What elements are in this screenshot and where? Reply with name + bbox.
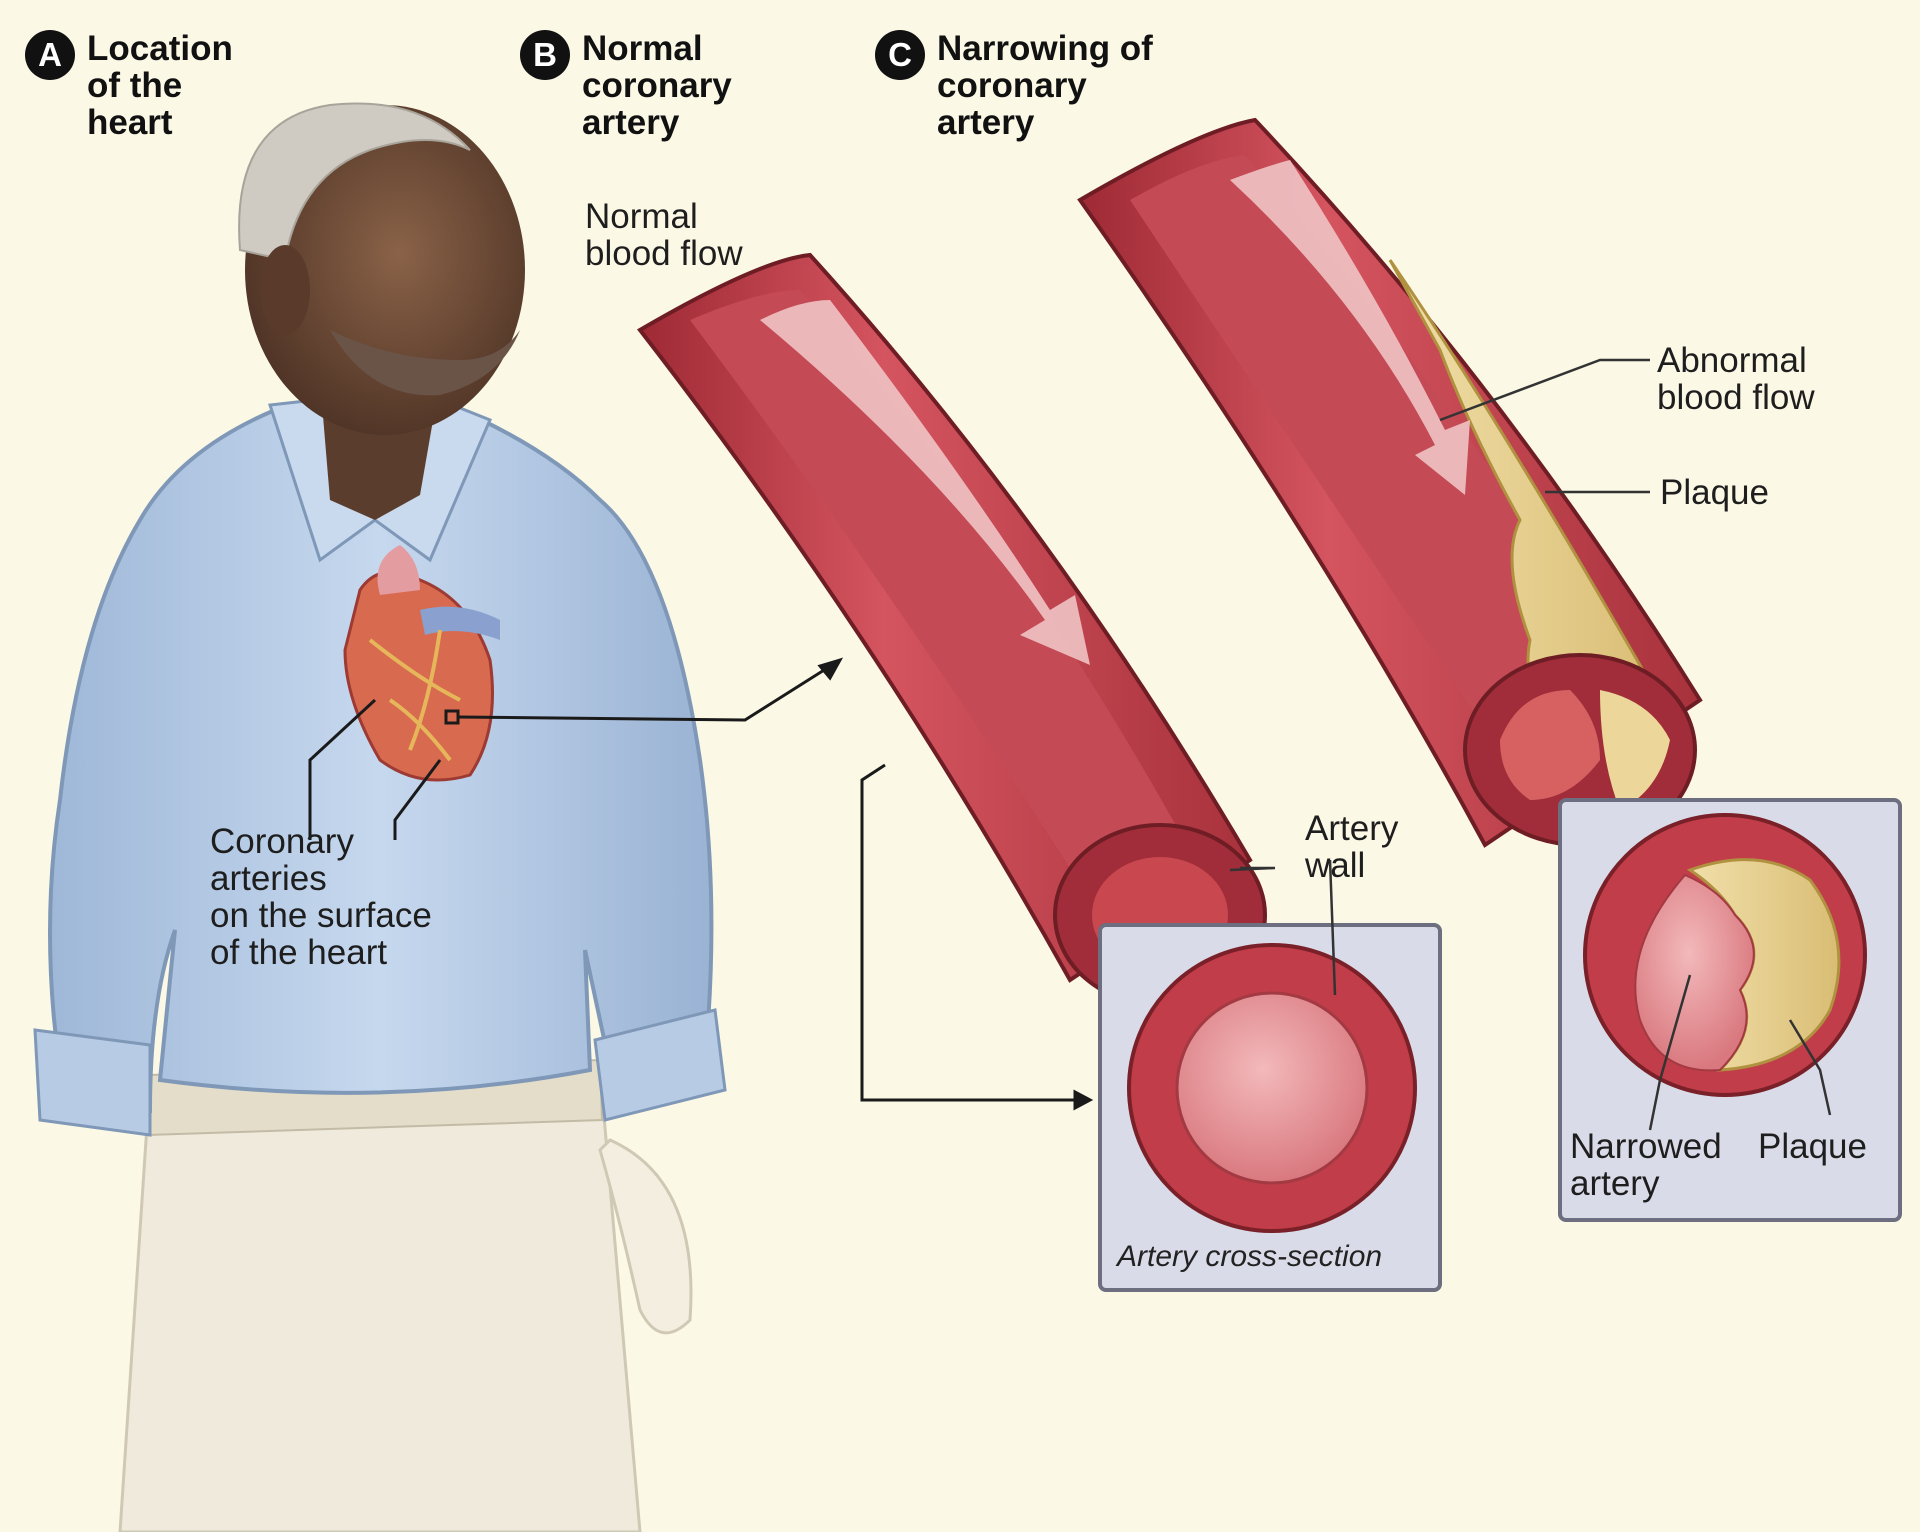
right-cuff: [593, 1008, 727, 1122]
artery-cross-section-caption: Artery cross-section: [1117, 1240, 1383, 1273]
panel-b-header: B Normal coronary artery: [520, 30, 732, 141]
heart-illustration: [343, 545, 500, 782]
connector-lines: [308, 657, 1094, 1111]
panel-b-title: Normal coronary artery: [582, 29, 732, 142]
coronary-arteries-label: Coronary arteries on the surface of the …: [210, 822, 432, 972]
plaque-cross-section-label: Plaque: [1758, 1127, 1867, 1166]
abnormal-blood-flow-label: Abnormal blood flow: [1657, 341, 1815, 417]
right-hand: [598, 1138, 693, 1335]
plaque-label: Plaque: [1660, 473, 1769, 512]
artery-wall-label: Artery wall: [1305, 809, 1399, 885]
ear: [260, 245, 310, 335]
normal-flow-arrow: [760, 300, 1090, 665]
panel-a-title: Location of the heart: [87, 29, 233, 142]
person-figure: [33, 102, 727, 1532]
narrowed-cross-section-inset: [1558, 798, 1902, 1222]
beard: [330, 330, 520, 396]
narrowed-artery-label: Narrowed artery: [1570, 1127, 1722, 1203]
narrowed-artery: [1077, 117, 1703, 848]
panel-c-header: C Narrowing of coronary artery: [875, 30, 1153, 141]
panel-a-header: A Location of the heart: [25, 30, 233, 141]
leader-lines-c: [1439, 358, 1650, 494]
cross-section-inset: [1098, 859, 1442, 1292]
left-cuff: [33, 1028, 152, 1137]
abnormal-flow-arrow: [1230, 160, 1470, 495]
pants: [118, 1068, 642, 1532]
cross-section-lumen: [1175, 991, 1369, 1185]
hair: [238, 102, 471, 262]
panel-c-title: Narrowing of coronary artery: [937, 29, 1153, 142]
normal-blood-flow-label: Normal blood flow: [585, 197, 743, 273]
panel-c-badge: C: [875, 30, 925, 80]
normal-artery: [637, 252, 1267, 1007]
panel-a-badge: A: [25, 30, 75, 80]
narrowed-cross-section-lumen: [1634, 873, 1755, 1072]
panel-b-badge: B: [520, 30, 570, 80]
